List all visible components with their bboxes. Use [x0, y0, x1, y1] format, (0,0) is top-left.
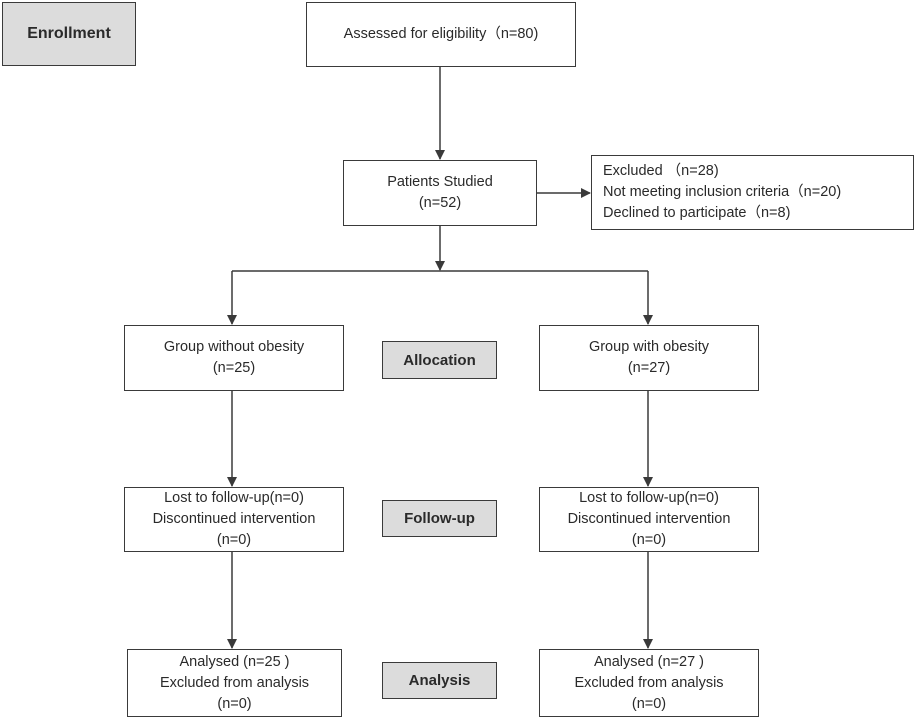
followup-without-lost: Lost to follow-up(n=0) [164, 490, 304, 506]
excluded-criteria: Not meeting inclusion criteria（n=20) [603, 184, 842, 200]
stage-enrollment: Enrollment [2, 2, 136, 66]
studied-title: Patients Studied [387, 174, 493, 190]
followup-with-lost: Lost to follow-up(n=0) [579, 490, 719, 506]
group-without-obesity-box: Group without obesity (n=25) [124, 325, 344, 391]
patients-studied-box: Patients Studied (n=52) [343, 160, 537, 226]
followup-with-discontinued: Discontinued intervention [567, 511, 731, 527]
stage-allocation: Allocation [382, 341, 497, 379]
stage-analysis: Analysis [382, 662, 497, 699]
stage-followup: Follow-up [382, 500, 497, 537]
analysis-without-box: Analysed (n=25 ) Excluded from analysis … [127, 649, 342, 717]
analysis-with-analysed: Analysed (n=27 ) [593, 653, 705, 670]
followup-with-count: (n=0) [631, 532, 667, 548]
group-without-label: Group without obesity [163, 339, 305, 355]
excluded-title: Excluded （n=28) [603, 163, 719, 179]
group-with-obesity-box: Group with obesity (n=27) [539, 325, 759, 391]
excluded-box: Excluded （n=28) Not meeting inclusion cr… [591, 155, 914, 230]
followup-without-discontinued: Discontinued intervention [152, 511, 316, 527]
assessed-eligibility-box: Assessed for eligibility（n=80) [306, 2, 576, 67]
followup-with-box: Lost to follow-up(n=0) Discontinued inte… [539, 487, 759, 552]
analysis-with-excluded: Excluded from analysis [574, 674, 724, 691]
analysis-with-box: Analysed (n=27 ) Excluded from analysis … [539, 649, 759, 717]
analysis-without-analysed: Analysed (n=25 ) [179, 653, 290, 670]
analysis-with-count: (n=0) [631, 695, 667, 712]
group-with-count: (n=27) [627, 360, 671, 376]
followup-without-box: Lost to follow-up(n=0) Discontinued inte… [124, 487, 344, 552]
assessed-text: Assessed for eligibility（n=80) [343, 26, 539, 42]
group-with-label: Group with obesity [588, 339, 710, 355]
excluded-declined: Declined to participate（n=8) [603, 205, 791, 221]
analysis-without-count: (n=0) [217, 695, 252, 712]
studied-count: (n=52) [418, 195, 462, 211]
analysis-without-excluded: Excluded from analysis [159, 674, 310, 691]
group-without-count: (n=25) [212, 360, 256, 376]
followup-without-count: (n=0) [216, 532, 252, 548]
